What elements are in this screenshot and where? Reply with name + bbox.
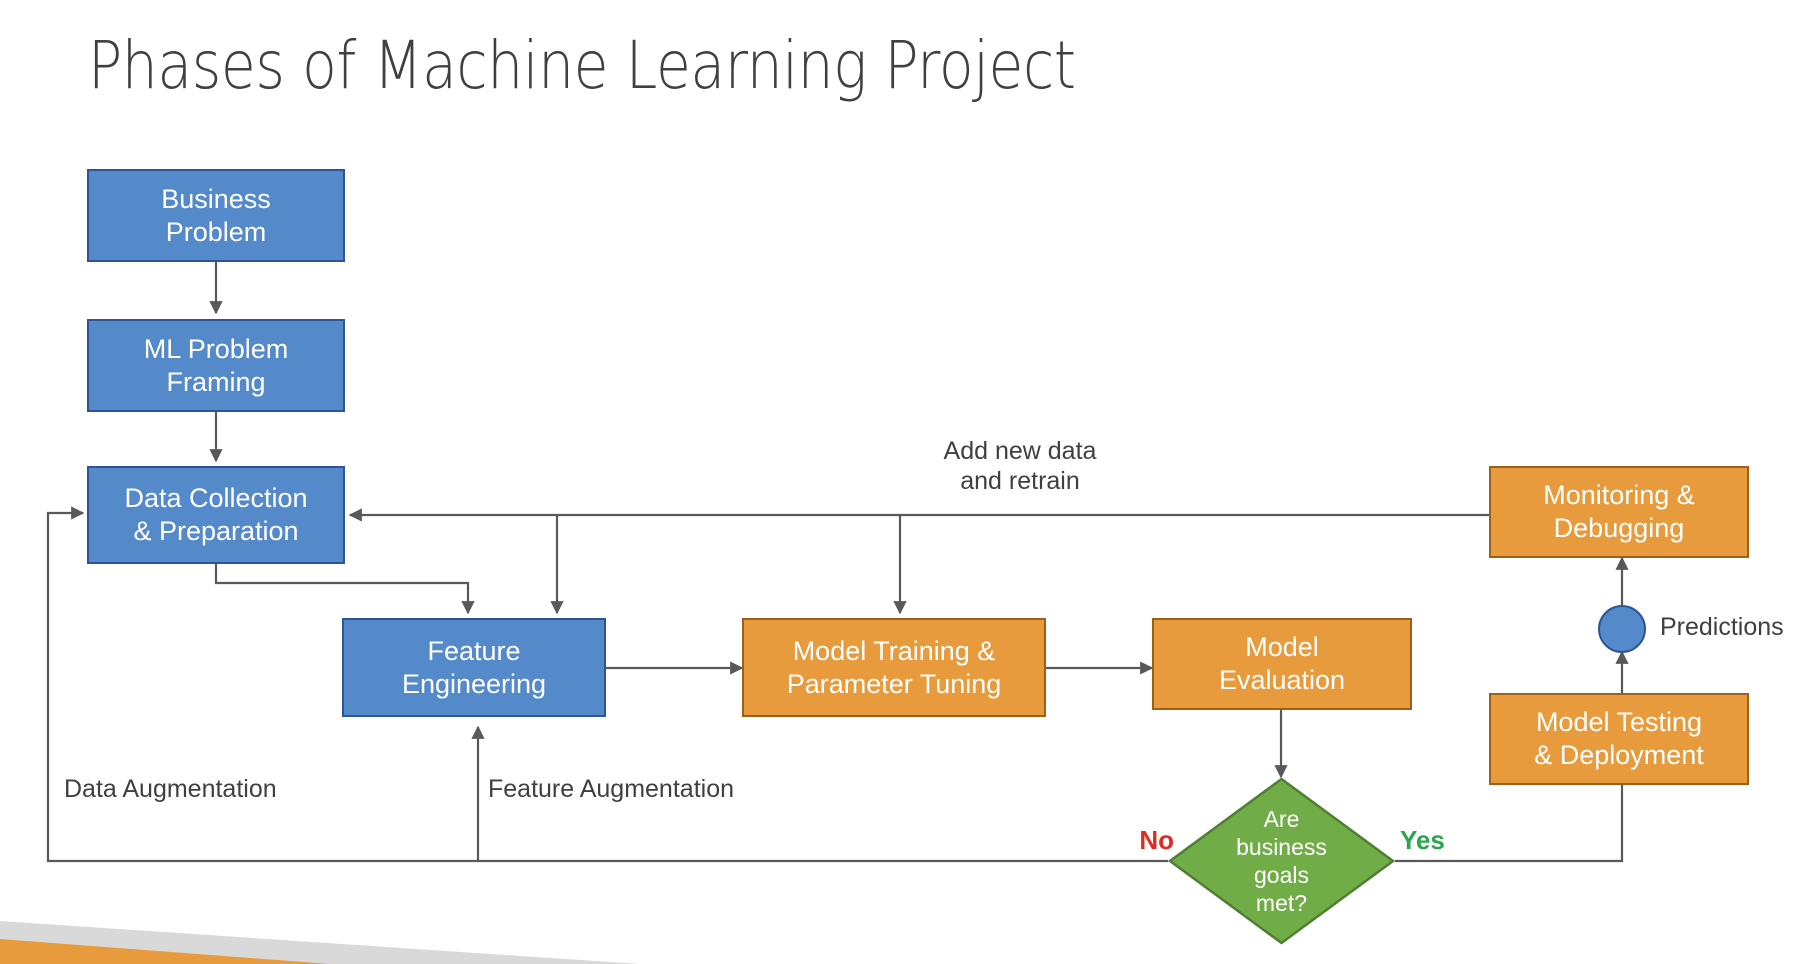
node-predictions-circle[interactable] (1598, 605, 1646, 653)
deco-orange-band (0, 939, 330, 964)
node-monitoring-debugging[interactable]: Monitoring & Debugging (1489, 466, 1749, 558)
label-data-augmentation: Data Augmentation (64, 775, 277, 803)
node-model-training[interactable]: Model Training & Parameter Tuning (742, 618, 1046, 717)
node-business-problem[interactable]: Business Problem (87, 169, 345, 262)
node-model-testing[interactable]: Model Testing & Deployment (1489, 693, 1749, 785)
label-add-new-data: Add new data and retrain (943, 437, 1097, 495)
label-yes-branch: Yes (1400, 825, 1445, 855)
node-data-collection[interactable]: Data Collection & Preparation (87, 466, 345, 564)
node-model-evaluation[interactable]: Model Evaluation (1152, 618, 1412, 710)
deco-gray-band (0, 921, 640, 964)
decorative-corner-bands (0, 921, 640, 964)
node-business-goals-decision[interactable]: Are business goals met? (1168, 777, 1395, 945)
label-feature-augmentation: Feature Augmentation (488, 775, 734, 803)
node-feature-engineering[interactable]: Feature Engineering (342, 618, 606, 717)
node-ml-problem-framing[interactable]: ML Problem Framing (87, 319, 345, 412)
edge-datacollection-to-feature (214, 564, 475, 615)
page-title: Phases of Machine Learning Project (88, 27, 1076, 104)
label-no-branch: No (1139, 825, 1174, 855)
label-predictions: Predictions (1660, 613, 1784, 641)
diamond-shape (1168, 777, 1395, 945)
